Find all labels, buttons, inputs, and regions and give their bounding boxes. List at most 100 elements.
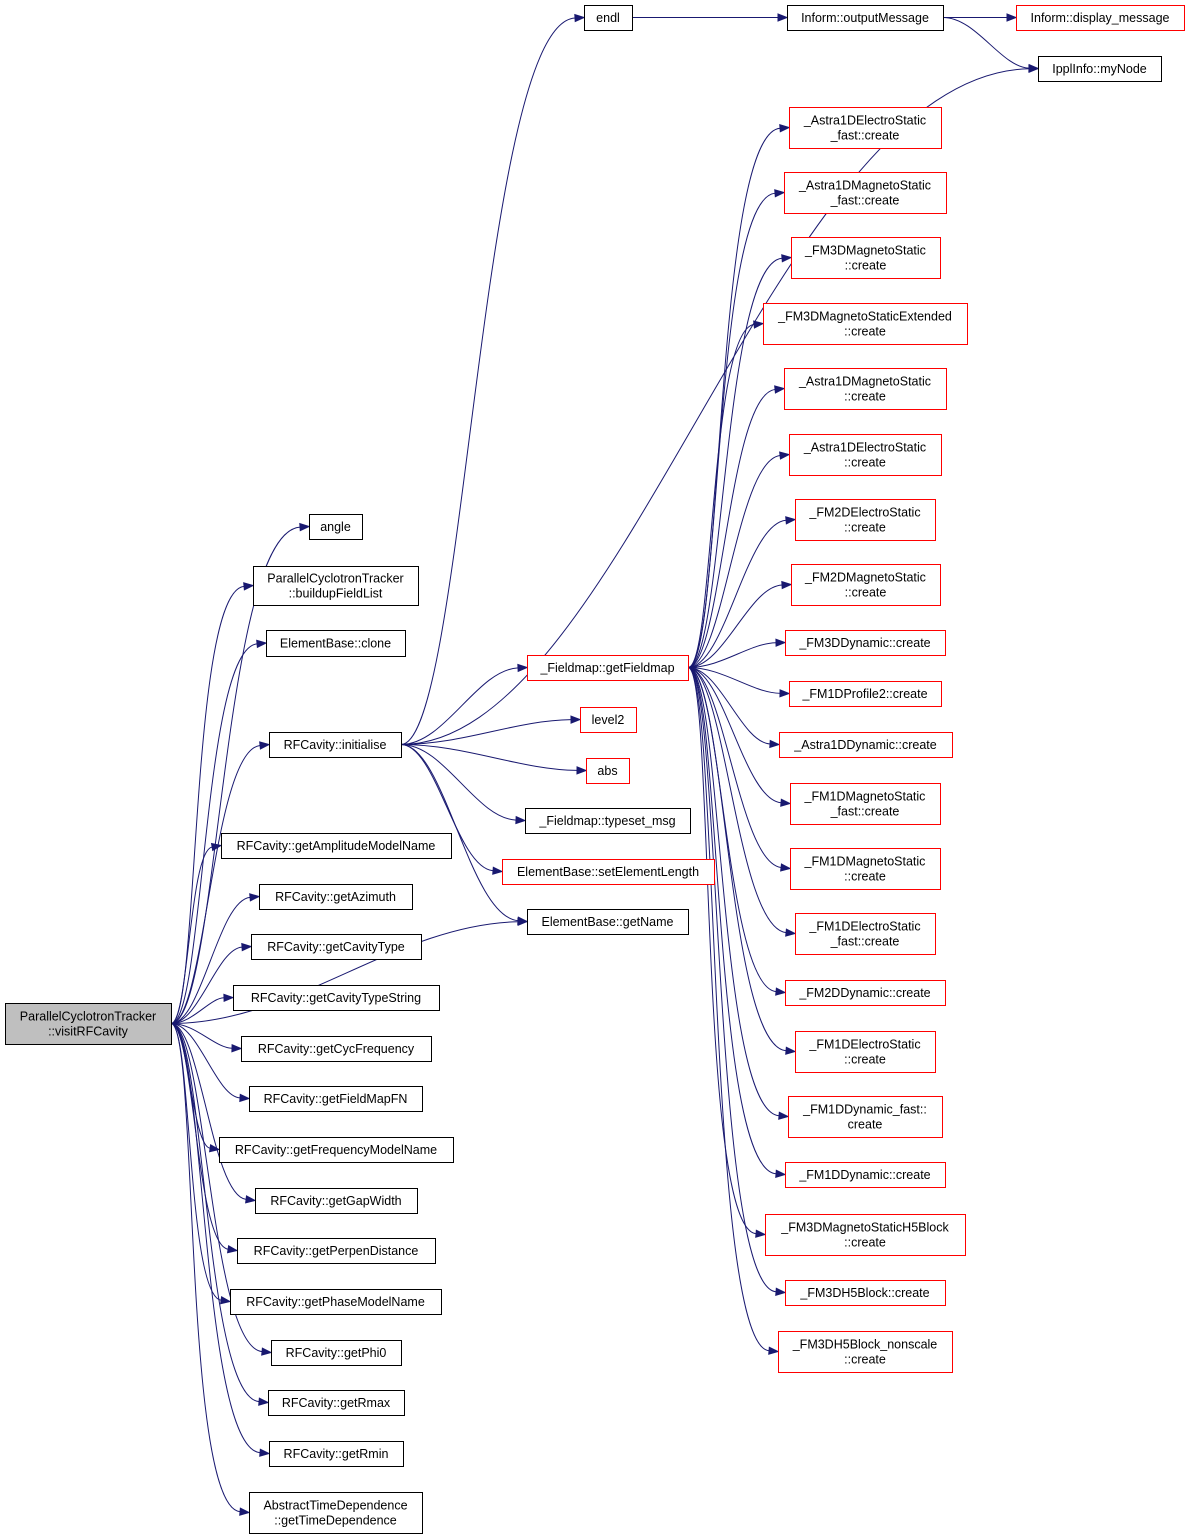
node-label: _FM1DDynamic_fast::	[802, 1103, 927, 1117]
node-label: _Fieldmap::getFieldmap	[539, 661, 674, 675]
graph-node-elementbase-setelementlength[interactable]: ElementBase::setElementLength	[502, 859, 715, 885]
node-label: _fast::create	[830, 129, 900, 143]
graph-node-inform-outputmessage[interactable]: Inform::outputMessage	[787, 5, 944, 31]
graph-node-fm1delectrostatic-create[interactable]: _FM1DElectroStatic::create	[795, 1031, 936, 1073]
graph-node-rfcavity-getcavitytype[interactable]: RFCavity::getCavityType	[251, 934, 422, 960]
graph-node-rfcavity-getperpendistance[interactable]: RFCavity::getPerpenDistance	[237, 1238, 436, 1264]
graph-node-parallelcyclotrontracker-visitrfcavity[interactable]: ParallelCyclotronTracker::visitRFCavity	[5, 1003, 172, 1045]
graph-node-fm3dmagnetostaticextended-create[interactable]: _FM3DMagnetoStaticExtended::create	[763, 303, 968, 345]
node-label: _FM3DMagnetoStaticExtended	[777, 310, 952, 324]
node-label: RFCavity::getGapWidth	[270, 1194, 401, 1208]
node-label: Inform::outputMessage	[801, 11, 929, 25]
graph-node-rfcavity-getphasemodelname[interactable]: RFCavity::getPhaseModelName	[230, 1289, 442, 1315]
node-label: ::create	[844, 1236, 886, 1250]
node-box	[1016, 5, 1185, 31]
node-label: _FM3DMagnetoStatic	[804, 244, 926, 258]
node-label: _FM3DH5Block_nonscale	[792, 1338, 938, 1352]
graph-node-fm3ddynamic-create[interactable]: _FM3DDynamic::create	[785, 630, 946, 656]
node-label: _FM2DDynamic::create	[798, 986, 930, 1000]
graph-node-fm3dh5block-create[interactable]: _FM3DH5Block::create	[785, 1280, 946, 1306]
node-label: RFCavity::getCavityType	[267, 940, 405, 954]
node-label: create	[848, 1118, 883, 1132]
node-label: ::create	[844, 1353, 886, 1367]
graph-node-fm2ddynamic-create[interactable]: _FM2DDynamic::create	[785, 980, 946, 1006]
graph-node-level2[interactable]: level2	[580, 707, 637, 733]
edge-init-to-getname	[400, 744, 519, 922]
graph-node-parallelcyclotrontracker-buildupfieldlist[interactable]: ParallelCyclotronTracker::buildupFieldLi…	[253, 566, 419, 606]
graph-node-astra1delectrostatic-create[interactable]: _Astra1DElectroStatic::create	[789, 434, 942, 476]
edge-getfm-to-c8	[687, 584, 783, 668]
node-box	[268, 1390, 405, 1416]
graph-node-rfcavity-getazimuth[interactable]: RFCavity::getAzimuth	[259, 884, 413, 910]
graph-node-fm1dmagnetostatic-create[interactable]: _FM1DMagnetoStatic::create	[790, 848, 941, 890]
graph-node-astra1delectrostatic-fast-create[interactable]: _Astra1DElectroStatic_fast::create	[789, 107, 942, 149]
graph-node-astra1ddynamic-create[interactable]: _Astra1DDynamic::create	[779, 732, 953, 758]
graph-node-fm2dmagnetostatic-create[interactable]: _FM2DMagnetoStatic::create	[791, 564, 941, 606]
node-label: _Astra1DElectroStatic	[803, 441, 926, 455]
graph-node-ipplinfo-mynode[interactable]: IpplInfo::myNode	[1038, 56, 1162, 82]
graph-node-fm3dh5block-nonscale-create[interactable]: _FM3DH5Block_nonscale::create	[778, 1331, 953, 1373]
arrowhead-getfm-to-c7	[785, 516, 797, 525]
edge-root-to-ampl	[170, 846, 213, 1024]
edge-getfm-to-c1	[687, 127, 781, 668]
graph-node-fm3dmagnetostatic-create[interactable]: _FM3DMagnetoStatic::create	[791, 237, 941, 279]
node-label: ::visitRFCavity	[48, 1025, 129, 1039]
graph-node-rfcavity-getfrequencymodelname[interactable]: RFCavity::getFrequencyModelName	[219, 1137, 454, 1163]
graph-node-astra1dmagnetostatic-fast-create[interactable]: _Astra1DMagnetoStatic_fast::create	[784, 172, 947, 214]
graph-node-rfcavity-initialise[interactable]: RFCavity::initialise	[269, 732, 402, 758]
arrowhead-getfm-to-c12	[780, 798, 792, 807]
node-box	[309, 514, 363, 540]
graph-node-astra1dmagnetostatic-create[interactable]: _Astra1DMagnetoStatic::create	[784, 368, 947, 410]
node-label: angle	[320, 520, 351, 534]
graph-node-rfcavity-getphi0[interactable]: RFCavity::getPhi0	[271, 1340, 402, 1366]
arrowhead-getfm-to-c2	[774, 189, 786, 198]
graph-node-fm1ddynamic-create[interactable]: _FM1DDynamic::create	[785, 1162, 946, 1188]
graph-node-fm1ddynamic-fast-create[interactable]: _FM1DDynamic_fast::create	[788, 1096, 943, 1138]
graph-node-fm1dmagnetostatic-fast-create[interactable]: _FM1DMagnetoStatic_fast::create	[790, 783, 941, 825]
arrowhead-getfm-to-c13	[780, 863, 792, 872]
arrowhead-root-to-angle	[299, 522, 311, 532]
node-label: abs	[597, 764, 617, 778]
arrowhead-init-to-endl	[574, 13, 586, 23]
graph-node-fieldmap-typeset-msg[interactable]: _Fieldmap::typeset_msg	[525, 808, 691, 834]
node-box	[795, 1031, 936, 1073]
graph-node-elementbase-clone[interactable]: ElementBase::clone	[266, 630, 406, 657]
arrowhead-root-to-cycf	[231, 1044, 243, 1053]
arrowhead-root-to-rmax	[258, 1397, 270, 1406]
graph-node-fm3dmagnetostatich5block-create[interactable]: _FM3DMagnetoStaticH5Block::create	[765, 1214, 966, 1256]
edge-root-to-azim	[170, 896, 251, 1024]
edge-root-to-buildup	[170, 585, 245, 1024]
graph-node-inform-display-message[interactable]: Inform::display_message	[1016, 5, 1185, 31]
graph-node-fm1delectrostatic-fast-create[interactable]: _FM1DElectroStatic_fast::create	[795, 913, 936, 955]
graph-node-rfcavity-getfieldmapfn[interactable]: RFCavity::getFieldMapFN	[249, 1086, 423, 1112]
graph-node-elementbase-getname[interactable]: ElementBase::getName	[527, 909, 689, 935]
graph-node-abs[interactable]: abs	[586, 758, 630, 784]
graph-node-fieldmap-getfieldmap[interactable]: _Fieldmap::getFieldmap	[527, 655, 689, 681]
graph-node-rfcavity-getcavitytypestring[interactable]: RFCavity::getCavityTypeString	[233, 985, 440, 1011]
graph-node-rfcavity-getrmax[interactable]: RFCavity::getRmax	[268, 1390, 405, 1416]
arrowhead-getfm-to-c18	[775, 1169, 787, 1178]
graph-node-abstracttimedependence-gettimedependence[interactable]: AbstractTimeDependence::getTimeDependenc…	[249, 1492, 423, 1534]
node-box	[790, 783, 941, 825]
node-label: ElementBase::clone	[280, 637, 391, 651]
node-label: endl	[596, 11, 620, 25]
graph-node-fm1dprofile2-create[interactable]: _FM1DProfile2::create	[789, 681, 942, 707]
graph-node-rfcavity-getcycfrequency[interactable]: RFCavity::getCycFrequency	[241, 1036, 432, 1062]
arrowhead-getfm-to-c21	[768, 1346, 780, 1355]
edge-init-to-getfm	[400, 667, 519, 745]
arrowhead-getfm-to-c3	[781, 254, 793, 263]
graph-node-endl[interactable]: endl	[584, 5, 633, 31]
node-box	[778, 1331, 953, 1373]
node-box	[795, 913, 936, 955]
node-box	[789, 107, 942, 149]
graph-node-fm2delectrostatic-create[interactable]: _FM2DElectroStatic::create	[795, 499, 936, 541]
graph-node-rfcavity-getgapwidth[interactable]: RFCavity::getGapWidth	[255, 1188, 418, 1214]
node-box	[785, 1162, 946, 1188]
node-label: _FM2DElectroStatic	[808, 506, 920, 520]
graph-node-angle[interactable]: angle	[309, 514, 363, 540]
graph-node-rfcavity-getamplitudemodelname[interactable]: RFCavity::getAmplitudeModelName	[221, 833, 452, 859]
node-box	[251, 934, 422, 960]
node-label: _FM1DMagnetoStatic	[804, 790, 926, 804]
graph-node-rfcavity-getrmin[interactable]: RFCavity::getRmin	[269, 1441, 404, 1467]
node-label: _Astra1DMagnetoStatic	[798, 375, 931, 389]
